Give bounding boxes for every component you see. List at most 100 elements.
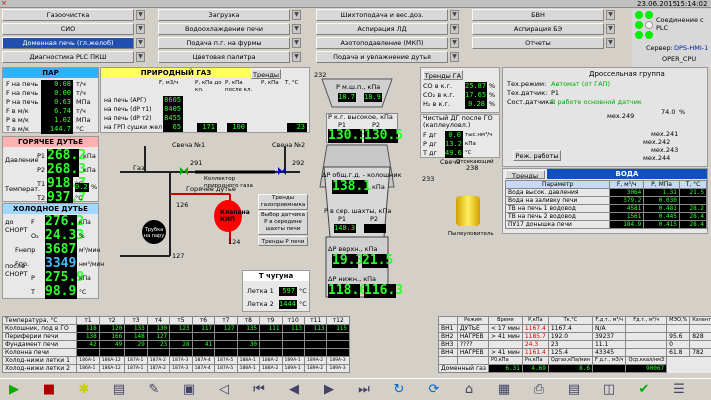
blast-cell: ???? — [456, 340, 490, 349]
nav-button[interactable]: Подача и увлажнение дутья — [316, 51, 448, 63]
nav-button[interactable]: Отчеты — [472, 37, 604, 49]
upper-title: ΔP верхн., кПа — [328, 245, 378, 253]
nav-button[interactable]: Доменная печь (гл.желоб) — [2, 37, 134, 49]
temp-cell: 148 — [124, 332, 148, 341]
close-icon[interactable]: × — [1, 0, 7, 7]
natgas-trends-button[interactable]: Тренды — [251, 69, 281, 79]
trends-receiver-button[interactable]: Тренды газоприемника — [258, 194, 308, 210]
water-row-name: Вода высок. давления — [504, 188, 611, 197]
refresh-icon[interactable]: ↻ — [393, 381, 405, 397]
par-row-unit: °C — [76, 125, 84, 133]
play-icon[interactable]: ▶ — [9, 381, 19, 397]
chevron-down-icon[interactable]: ▼ — [606, 10, 615, 20]
chevron-down-icon[interactable]: ▼ — [450, 24, 459, 34]
folder-icon[interactable]: ▤ — [112, 381, 126, 397]
chevron-down-icon[interactable]: ▼ — [292, 52, 301, 62]
check-icon[interactable]: ✔ — [638, 381, 650, 397]
nav-button[interactable]: Аспирация БЭ — [472, 23, 604, 35]
work-mode-button[interactable]: Реж. работы — [513, 150, 561, 161]
nav-last-icon[interactable]: ⏭ — [358, 381, 370, 397]
nav-button[interactable]: Азотоподавление (МКП) — [316, 37, 448, 49]
valve-292-icon[interactable] — [278, 167, 286, 175]
chevron-down-icon[interactable]: ▼ — [136, 38, 145, 48]
throttle-mode-label: Тех.режим: — [507, 80, 547, 88]
blast-footer-value: 6.31 — [488, 364, 523, 373]
menu-icon[interactable]: ☰ — [673, 381, 685, 397]
valve-291-icon[interactable] — [180, 167, 188, 175]
pkg-label-1: P1 — [338, 121, 347, 129]
nav-button[interactable]: Газоочистка — [2, 9, 134, 21]
chevron-down-icon[interactable]: ▼ — [136, 10, 145, 20]
temp-cell: 133 — [124, 324, 148, 333]
trubka-label: Трубка на пару — [143, 227, 165, 239]
gas-trends-button[interactable]: Тренды ГА — [423, 70, 463, 80]
home-icon[interactable]: ⌂ — [464, 381, 474, 397]
water-trends-button[interactable]: Тренды — [505, 170, 545, 179]
star-icon[interactable]: ✱ — [78, 381, 90, 397]
nav-first-icon[interactable]: ⏮ — [253, 381, 265, 397]
cold-tap-code: 189А-2 — [303, 356, 328, 365]
chevron-down-icon[interactable]: ▼ — [606, 24, 615, 34]
temp-cell — [76, 348, 100, 357]
top-pressure-2: 18.9 — [364, 93, 382, 102]
nav-button[interactable]: Аспирация ЛД — [316, 23, 448, 35]
nav-button[interactable]: Подача п.г. на фурмы — [158, 37, 290, 49]
chart2-icon[interactable]: ◫ — [602, 381, 616, 397]
tap-2-label: Летка 2 — [247, 300, 274, 308]
cold-blast-title: ХОЛОДНОЕ ДУТЬЕ — [3, 204, 98, 214]
natgas-header: P, кПа — [261, 80, 279, 86]
temp-cell: 28 — [169, 340, 193, 349]
chevron-down-icon[interactable]: ▼ — [450, 38, 459, 48]
nav-prev-icon[interactable]: ◀ — [289, 381, 299, 397]
stop-icon[interactable]: ■ — [42, 381, 56, 397]
nav-button[interactable]: Цветовая палитра — [158, 51, 290, 63]
graph-icon[interactable]: ▦ — [497, 381, 511, 397]
nav-button[interactable]: Водоохлаждение печи — [158, 23, 290, 35]
chevron-down-icon[interactable]: ▼ — [450, 10, 459, 20]
temp-cell — [281, 348, 305, 357]
par-row-value: 144.7 — [41, 125, 73, 134]
chevron-down-icon[interactable]: ▼ — [292, 24, 301, 34]
blast-header: МЭО,% — [666, 316, 691, 325]
cold-row-value: 3687 — [45, 242, 77, 257]
save-icon[interactable]: ▣ — [182, 381, 196, 397]
temp-cell — [191, 348, 216, 357]
temp-cell — [303, 332, 328, 341]
print-icon[interactable]: ⎙ — [533, 381, 545, 397]
trends-furnace-button[interactable]: Тренды P печи — [258, 236, 308, 246]
cold-tap-code: 187А-1 — [124, 364, 148, 373]
chevron-down-icon[interactable]: ▼ — [450, 52, 459, 62]
shaft-value-1: 148.3 — [334, 224, 356, 233]
chevron-down-icon[interactable]: ▼ — [606, 38, 615, 48]
nav-left-icon[interactable]: ◁ — [219, 381, 229, 397]
nav-button[interactable]: БВН — [472, 9, 604, 21]
nav-button[interactable]: Шихтоподача и вес.доз. — [316, 9, 448, 21]
temp-col-header: т10 — [281, 316, 305, 325]
header-date: 23.06.2015 — [637, 0, 678, 8]
nav-next-icon[interactable]: ▶ — [324, 381, 334, 397]
chevron-down-icon[interactable]: ▼ — [292, 38, 301, 48]
temp-row-label: Колонна печи — [1, 348, 78, 357]
throttle-panel: Дроссельная группа Тех.режим: Автомат (о… — [502, 67, 708, 167]
nav-button[interactable]: СИО — [2, 23, 134, 35]
blast-cell: 1185.7 — [521, 332, 549, 341]
blast-cell: 95.6 — [666, 332, 691, 341]
nav-button[interactable]: Загрузка — [158, 9, 290, 21]
sensor-select-button[interactable]: Выбор датчика P в середине шахты печи — [258, 211, 308, 235]
pressure-label: Давление — [5, 156, 39, 164]
reload-icon[interactable]: ⟳ — [428, 381, 440, 397]
temp-col-header: т12 — [326, 316, 350, 325]
edit-icon[interactable]: ✎ — [148, 381, 160, 397]
par-row-value: 1.02 — [41, 116, 73, 125]
chart-icon[interactable]: ▤ — [567, 381, 581, 397]
hot-row-unit: °C — [75, 194, 83, 202]
chevron-down-icon[interactable]: ▼ — [292, 10, 301, 20]
nav-button[interactable]: Диагностика PLC ПКШ — [2, 51, 134, 63]
hot-blast-line-label: Горячее дутье — [186, 185, 236, 193]
chevron-down-icon[interactable]: ▼ — [136, 52, 145, 62]
chevron-down-icon[interactable]: ▼ — [136, 24, 145, 34]
